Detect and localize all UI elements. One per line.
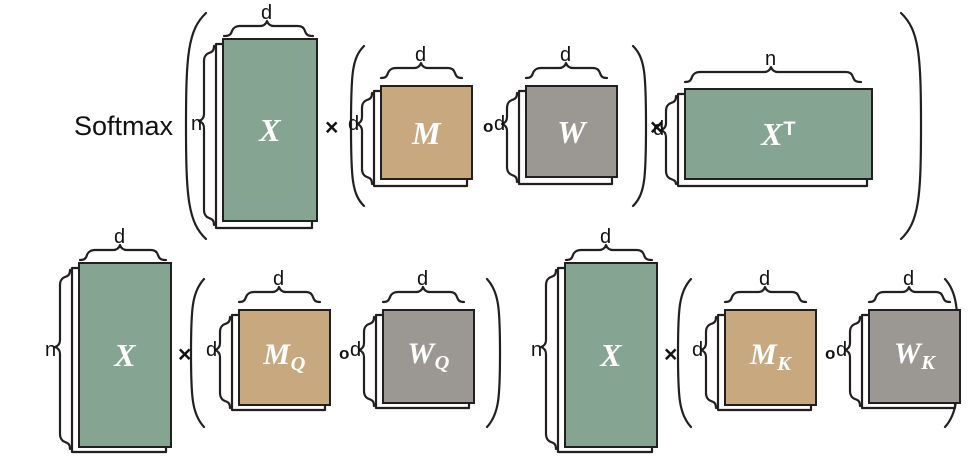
matrix-label-wk-subscript: K	[921, 352, 936, 375]
dim-label-d-mq-height: d	[206, 339, 218, 361]
brace-side-wq-row2	[357, 315, 376, 408]
inner-paren-left-row1	[349, 44, 366, 208]
dim-label-d-w-top-height: d	[494, 113, 506, 135]
matrix-box-m-top[interactable]: M	[380, 85, 473, 180]
dim-label-d-xt-top-height: d	[653, 118, 665, 140]
brace-top-x	[222, 19, 315, 38]
matrix-label-mq-row2: MQ	[263, 340, 305, 374]
dim-label-n-xt-top-width: n	[765, 48, 777, 70]
matrix-label-xt-superscript: T	[783, 117, 796, 140]
inner-paren-right-row2	[485, 277, 502, 429]
matrix-box-x-row3[interactable]: X	[564, 262, 658, 448]
dim-label-d-x-row3-width: d	[600, 226, 612, 248]
matrix-label-mk-subscript: K	[777, 353, 792, 376]
matrix-box-wk-row3[interactable]: WK	[868, 309, 961, 404]
brace-side-x-top	[197, 44, 216, 227]
inner-paren-left-row2	[189, 277, 206, 429]
operator-multiply-top-2: ×	[650, 114, 664, 140]
dim-label-d-mq-width: d	[273, 268, 285, 290]
matrix-label-wq-row2: WQ	[407, 339, 449, 373]
matrix-label-mk-row3: MK	[750, 340, 791, 374]
operator-multiply-row2: ×	[178, 341, 192, 367]
brace-side-w-top	[500, 91, 519, 184]
brace-top-xt	[683, 65, 863, 84]
outer-paren-left	[184, 11, 208, 241]
dim-label-n-x-row2-height: n	[45, 339, 57, 361]
dim-label-d-wq-height: d	[350, 339, 362, 361]
operator-hadamard-top-1: o	[483, 117, 494, 136]
brace-top-wq-row2	[381, 285, 466, 304]
brace-top-mk-row3	[723, 285, 808, 304]
softmax-label: Softmax	[74, 111, 174, 141]
matrix-box-x-row2[interactable]: X	[78, 262, 172, 448]
dim-label-d-m-top-height: d	[348, 113, 360, 135]
brace-side-x-row3	[539, 268, 558, 451]
dim-label-d-x-top-width: d	[261, 2, 273, 24]
matrix-label-m-top: M	[412, 114, 441, 151]
matrix-label-mk-base: M	[749, 338, 777, 372]
brace-top-wk-row3	[867, 285, 952, 304]
dim-label-d-mk-width: d	[759, 268, 771, 290]
dim-label-d-wk-height: d	[836, 339, 848, 361]
matrix-box-mk-row3[interactable]: MK	[724, 309, 817, 406]
brace-side-mk-row3	[699, 315, 718, 410]
brace-top-w	[524, 61, 609, 80]
dim-label-d-wk-width: d	[903, 268, 915, 290]
brace-side-x-row2	[53, 268, 72, 451]
matrix-label-mq-subscript: Q	[290, 353, 306, 376]
inner-paren-right-row1	[631, 44, 648, 208]
dim-label-d-x-row2-width: d	[114, 226, 126, 248]
dim-label-n-x-top-height: n	[191, 113, 203, 135]
operator-multiply-row3: ×	[664, 341, 678, 367]
brace-side-mq-row2	[213, 315, 232, 410]
outer-paren-right	[899, 11, 923, 241]
operator-multiply-top-1: ×	[325, 114, 339, 140]
matrix-label-wq-subscript: Q	[434, 352, 450, 375]
brace-side-wk-row3	[843, 315, 862, 408]
dim-label-n-x-row3-height: n	[531, 339, 543, 361]
operator-hadamard-row2: o	[339, 344, 350, 363]
matrix-label-wk-row3: WK	[894, 339, 935, 373]
dim-label-d-w-top-width: d	[560, 44, 572, 66]
dim-label-d-wq-width: d	[417, 268, 429, 290]
matrix-box-x-top[interactable]: X	[222, 38, 318, 222]
matrix-label-x-row2: X	[114, 337, 136, 373]
matrix-label-w-top: W	[557, 113, 586, 150]
matrix-box-xt-top[interactable]: XT	[684, 88, 873, 180]
matrix-label-xt-base: X	[761, 116, 783, 152]
brace-side-m-top	[355, 91, 374, 186]
inner-paren-left-row3	[676, 277, 693, 429]
dim-label-d-mk-height: d	[692, 339, 704, 361]
brace-side-xt-top	[659, 94, 678, 186]
dim-label-d-m-top-width: d	[415, 44, 427, 66]
matrix-label-mq-base: M	[263, 338, 291, 372]
brace-top-x-row3	[564, 243, 654, 262]
operator-hadamard-row3: o	[825, 344, 836, 363]
matrix-box-w-top[interactable]: W	[525, 85, 618, 178]
brace-top-m	[379, 61, 464, 80]
matrix-box-mq-row2[interactable]: MQ	[238, 309, 331, 406]
brace-top-x-row2	[78, 243, 168, 262]
brace-top-mq-row2	[237, 285, 322, 304]
matrix-label-x-top: X	[259, 112, 281, 148]
matrix-label-wq-base: W	[407, 337, 435, 371]
matrix-label-x-row3: X	[600, 337, 622, 373]
matrix-label-wk-base: W	[893, 337, 921, 371]
matrix-label-xt-top: XT	[761, 118, 795, 150]
matrix-box-wq-row2[interactable]: WQ	[382, 309, 475, 404]
